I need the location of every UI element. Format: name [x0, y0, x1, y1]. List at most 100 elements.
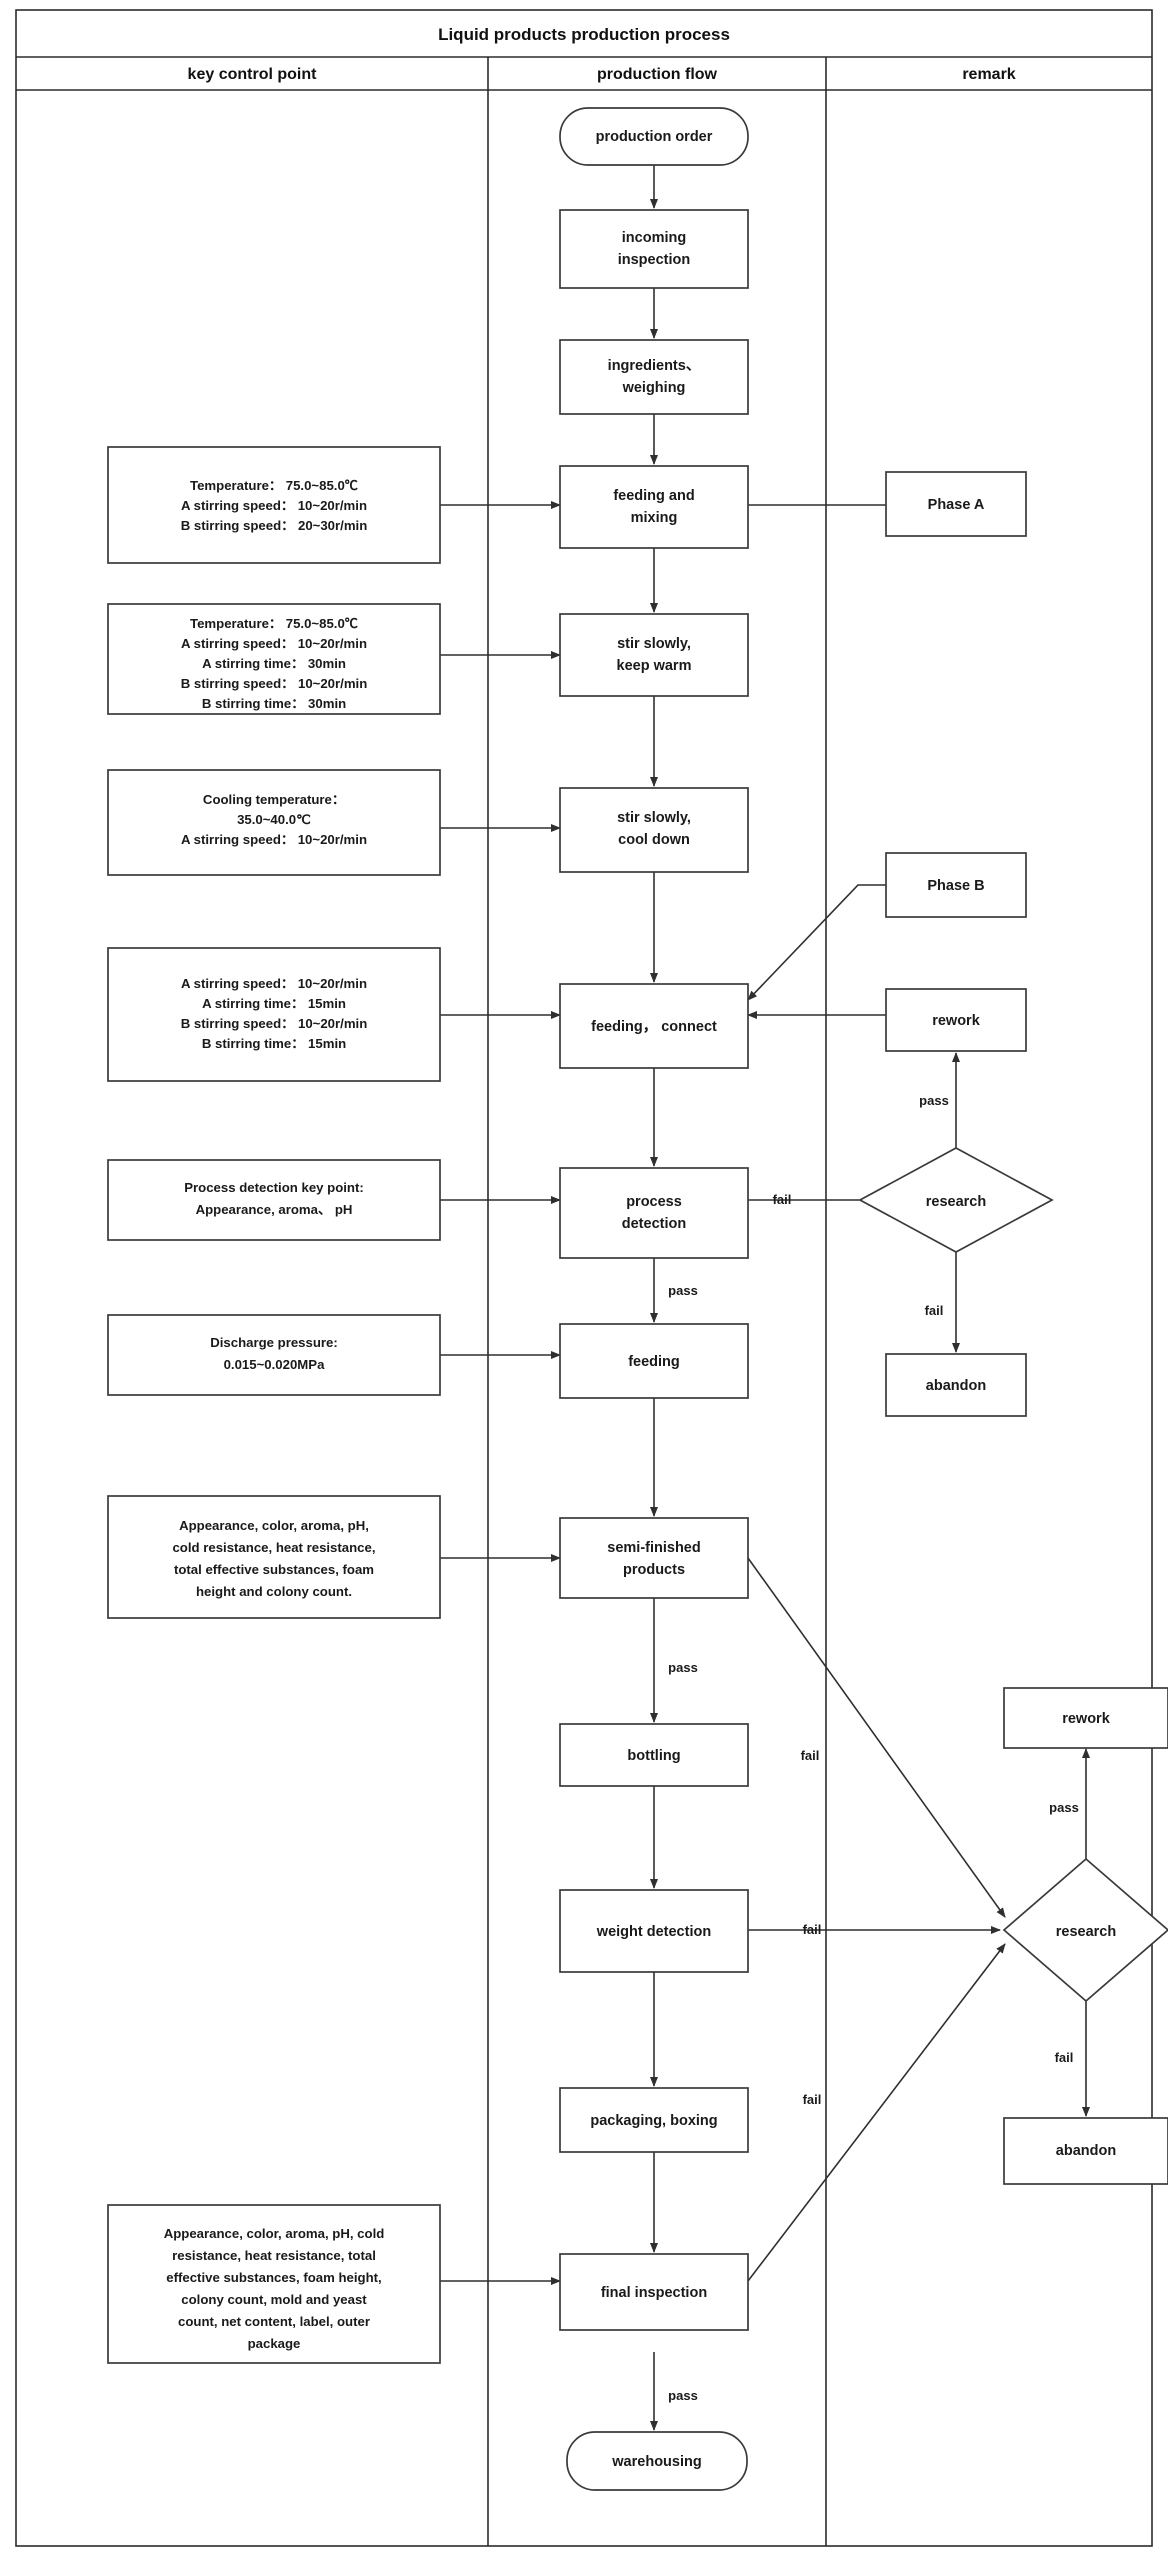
node-production-order[interactable]: production order	[559, 107, 749, 166]
control-point-line: B stirring time： 30min	[202, 696, 346, 711]
control-point-line: effective substances, foam height,	[166, 2270, 381, 2285]
node-rework-top[interactable]: rework	[885, 988, 1027, 1052]
node-label-line1: semi-finished	[607, 1540, 700, 1556]
control-point-line: Temperature： 75.0~85.0℃	[190, 478, 358, 493]
node-label-line2: inspection	[618, 252, 691, 268]
node-label: feeding	[628, 1354, 680, 1370]
column-header-remark: remark	[962, 66, 1015, 83]
edge-label-fail-packaging: fail	[803, 2092, 822, 2107]
edge-label-fail-semi-finished: fail	[801, 1748, 820, 1763]
control-point-line: Appearance, color, aroma, pH, cold	[164, 2226, 385, 2241]
node-weight-detection[interactable]: weight detection	[559, 1889, 749, 1973]
node-label-line1: incoming	[622, 230, 686, 246]
edge-label-pass-semi-finished: pass	[668, 1660, 698, 1675]
node-stir-cool-down[interactable]: stir slowly, cool down	[559, 787, 749, 873]
edge-label-fail-process-detection: fail	[773, 1192, 792, 1207]
control-point-line: Temperature： 75.0~85.0℃	[190, 616, 358, 631]
control-point-5[interactable]: Process detection key point: Appearance,…	[107, 1159, 441, 1241]
control-point-line: Appearance, color, aroma, pH,	[179, 1518, 369, 1533]
node-abandon-top[interactable]: abandon	[885, 1353, 1027, 1417]
node-label: feeding， connect	[591, 1019, 717, 1035]
node-stir-keep-warm[interactable]: stir slowly, keep warm	[559, 613, 749, 697]
control-point-line: B stirring speed： 20~30r/min	[181, 518, 368, 533]
node-label: rework	[932, 1013, 980, 1029]
control-point-line: A stirring time： 15min	[202, 996, 346, 1011]
control-point-6[interactable]: Discharge pressure: 0.015~0.020MPa	[107, 1314, 441, 1396]
node-label-line2: products	[623, 1562, 685, 1578]
node-label-line1: stir slowly,	[617, 636, 691, 652]
node-feeding-connect[interactable]: feeding， connect	[559, 983, 749, 1069]
control-point-line: 35.0~40.0℃	[237, 812, 311, 827]
node-label: weight detection	[596, 1924, 711, 1940]
node-label-line2: weighing	[622, 380, 686, 396]
node-label: bottling	[627, 1748, 680, 1764]
node-phase-a[interactable]: Phase A	[885, 471, 1027, 537]
control-point-line: Appearance, aroma、 pH	[196, 1202, 353, 1217]
node-label: abandon	[926, 1378, 986, 1394]
control-point-1[interactable]: Temperature： 75.0~85.0℃ A stirring speed…	[107, 446, 441, 564]
node-final-inspection[interactable]: final inspection	[559, 2253, 749, 2331]
node-label-line2: keep warm	[617, 658, 692, 674]
control-point-line: B stirring speed： 10~20r/min	[181, 676, 368, 691]
edge-label-fail-weight-detection: fail	[803, 1922, 822, 1937]
node-semi-finished-products[interactable]: semi-finished products	[559, 1517, 749, 1599]
node-warehousing[interactable]: warehousing	[566, 2431, 748, 2491]
control-point-line: A stirring speed： 10~20r/min	[181, 976, 367, 991]
node-label-line2: detection	[622, 1216, 686, 1232]
control-point-line: Discharge pressure:	[210, 1335, 338, 1350]
connectors	[440, 165, 1090, 2431]
node-phase-b[interactable]: Phase B	[885, 852, 1027, 918]
node-packaging-boxing[interactable]: packaging, boxing	[559, 2087, 749, 2153]
node-label: research	[1056, 1924, 1116, 1940]
node-label: Phase B	[927, 878, 984, 894]
control-point-line: B stirring time： 15min	[202, 1036, 346, 1051]
node-ingredients-weighing[interactable]: ingredients、 weighing	[559, 339, 749, 415]
node-label: abandon	[1056, 2143, 1116, 2159]
node-label: warehousing	[611, 2454, 701, 2470]
control-point-line: A stirring time： 30min	[202, 656, 346, 671]
control-point-line: Cooling temperature：	[203, 792, 345, 807]
node-label: research	[926, 1194, 986, 1210]
control-point-3[interactable]: Cooling temperature： 35.0~40.0℃ A stirri…	[107, 769, 441, 876]
control-point-2[interactable]: Temperature： 75.0~85.0℃ A stirring speed…	[107, 603, 441, 715]
control-point-line: A stirring speed： 10~20r/min	[181, 832, 367, 847]
node-bottling[interactable]: bottling	[559, 1723, 749, 1787]
control-point-line: height and colony count.	[196, 1584, 352, 1599]
control-point-7[interactable]: Appearance, color, aroma, pH, cold resis…	[107, 1495, 441, 1619]
page-title: Liquid products production process	[438, 25, 730, 44]
node-feeding-and-mixing[interactable]: feeding and mixing	[559, 465, 749, 549]
node-rework-bottom[interactable]: rework	[1003, 1687, 1168, 1749]
node-research-top[interactable]: research	[858, 1147, 1054, 1253]
node-abandon-bottom[interactable]: abandon	[1003, 2117, 1168, 2185]
node-label: final inspection	[601, 2285, 707, 2301]
control-point-line: resistance, heat resistance, total	[172, 2248, 376, 2263]
diagram-frame	[15, 9, 1153, 2547]
edge-label-fail-research-bottom: fail	[1055, 2050, 1074, 2065]
node-label: packaging, boxing	[590, 2113, 717, 2129]
control-point-4[interactable]: A stirring speed： 10~20r/min A stirring …	[107, 947, 441, 1082]
node-label: Phase A	[928, 497, 985, 513]
node-process-detection[interactable]: process detection	[559, 1167, 749, 1259]
control-point-line: cold resistance, heat resistance,	[172, 1540, 375, 1555]
control-point-line: colony count, mold and yeast	[181, 2292, 367, 2307]
control-point-line: A stirring speed： 10~20r/min	[181, 498, 367, 513]
edge-label-pass-research-top: pass	[919, 1093, 949, 1108]
node-label-line1: feeding and	[613, 488, 694, 504]
node-feeding[interactable]: feeding	[559, 1323, 749, 1399]
node-label-line1: stir slowly,	[617, 810, 691, 826]
node-research-bottom[interactable]: research	[1002, 1857, 1168, 2003]
edge-label-pass-process-detection: pass	[668, 1283, 698, 1298]
edge-labels: fail pass pass fail pass fail fail fail …	[668, 1093, 1079, 2403]
edge-label-fail-research-top: fail	[925, 1303, 944, 1318]
control-point-line: Process detection key point:	[184, 1180, 364, 1195]
column-header-key-control-point: key control point	[188, 66, 318, 83]
control-point-line: package	[248, 2336, 301, 2351]
control-point-line: count, net content, label, outer	[178, 2314, 370, 2329]
node-label: production order	[596, 129, 713, 145]
node-label-line1: ingredients、	[608, 358, 701, 374]
node-incoming-inspection[interactable]: incoming inspection	[559, 209, 749, 289]
control-point-8[interactable]: Appearance, color, aroma, pH, cold resis…	[107, 2204, 441, 2364]
node-label-line2: cool down	[618, 832, 690, 848]
node-label-line2: mixing	[631, 510, 678, 526]
